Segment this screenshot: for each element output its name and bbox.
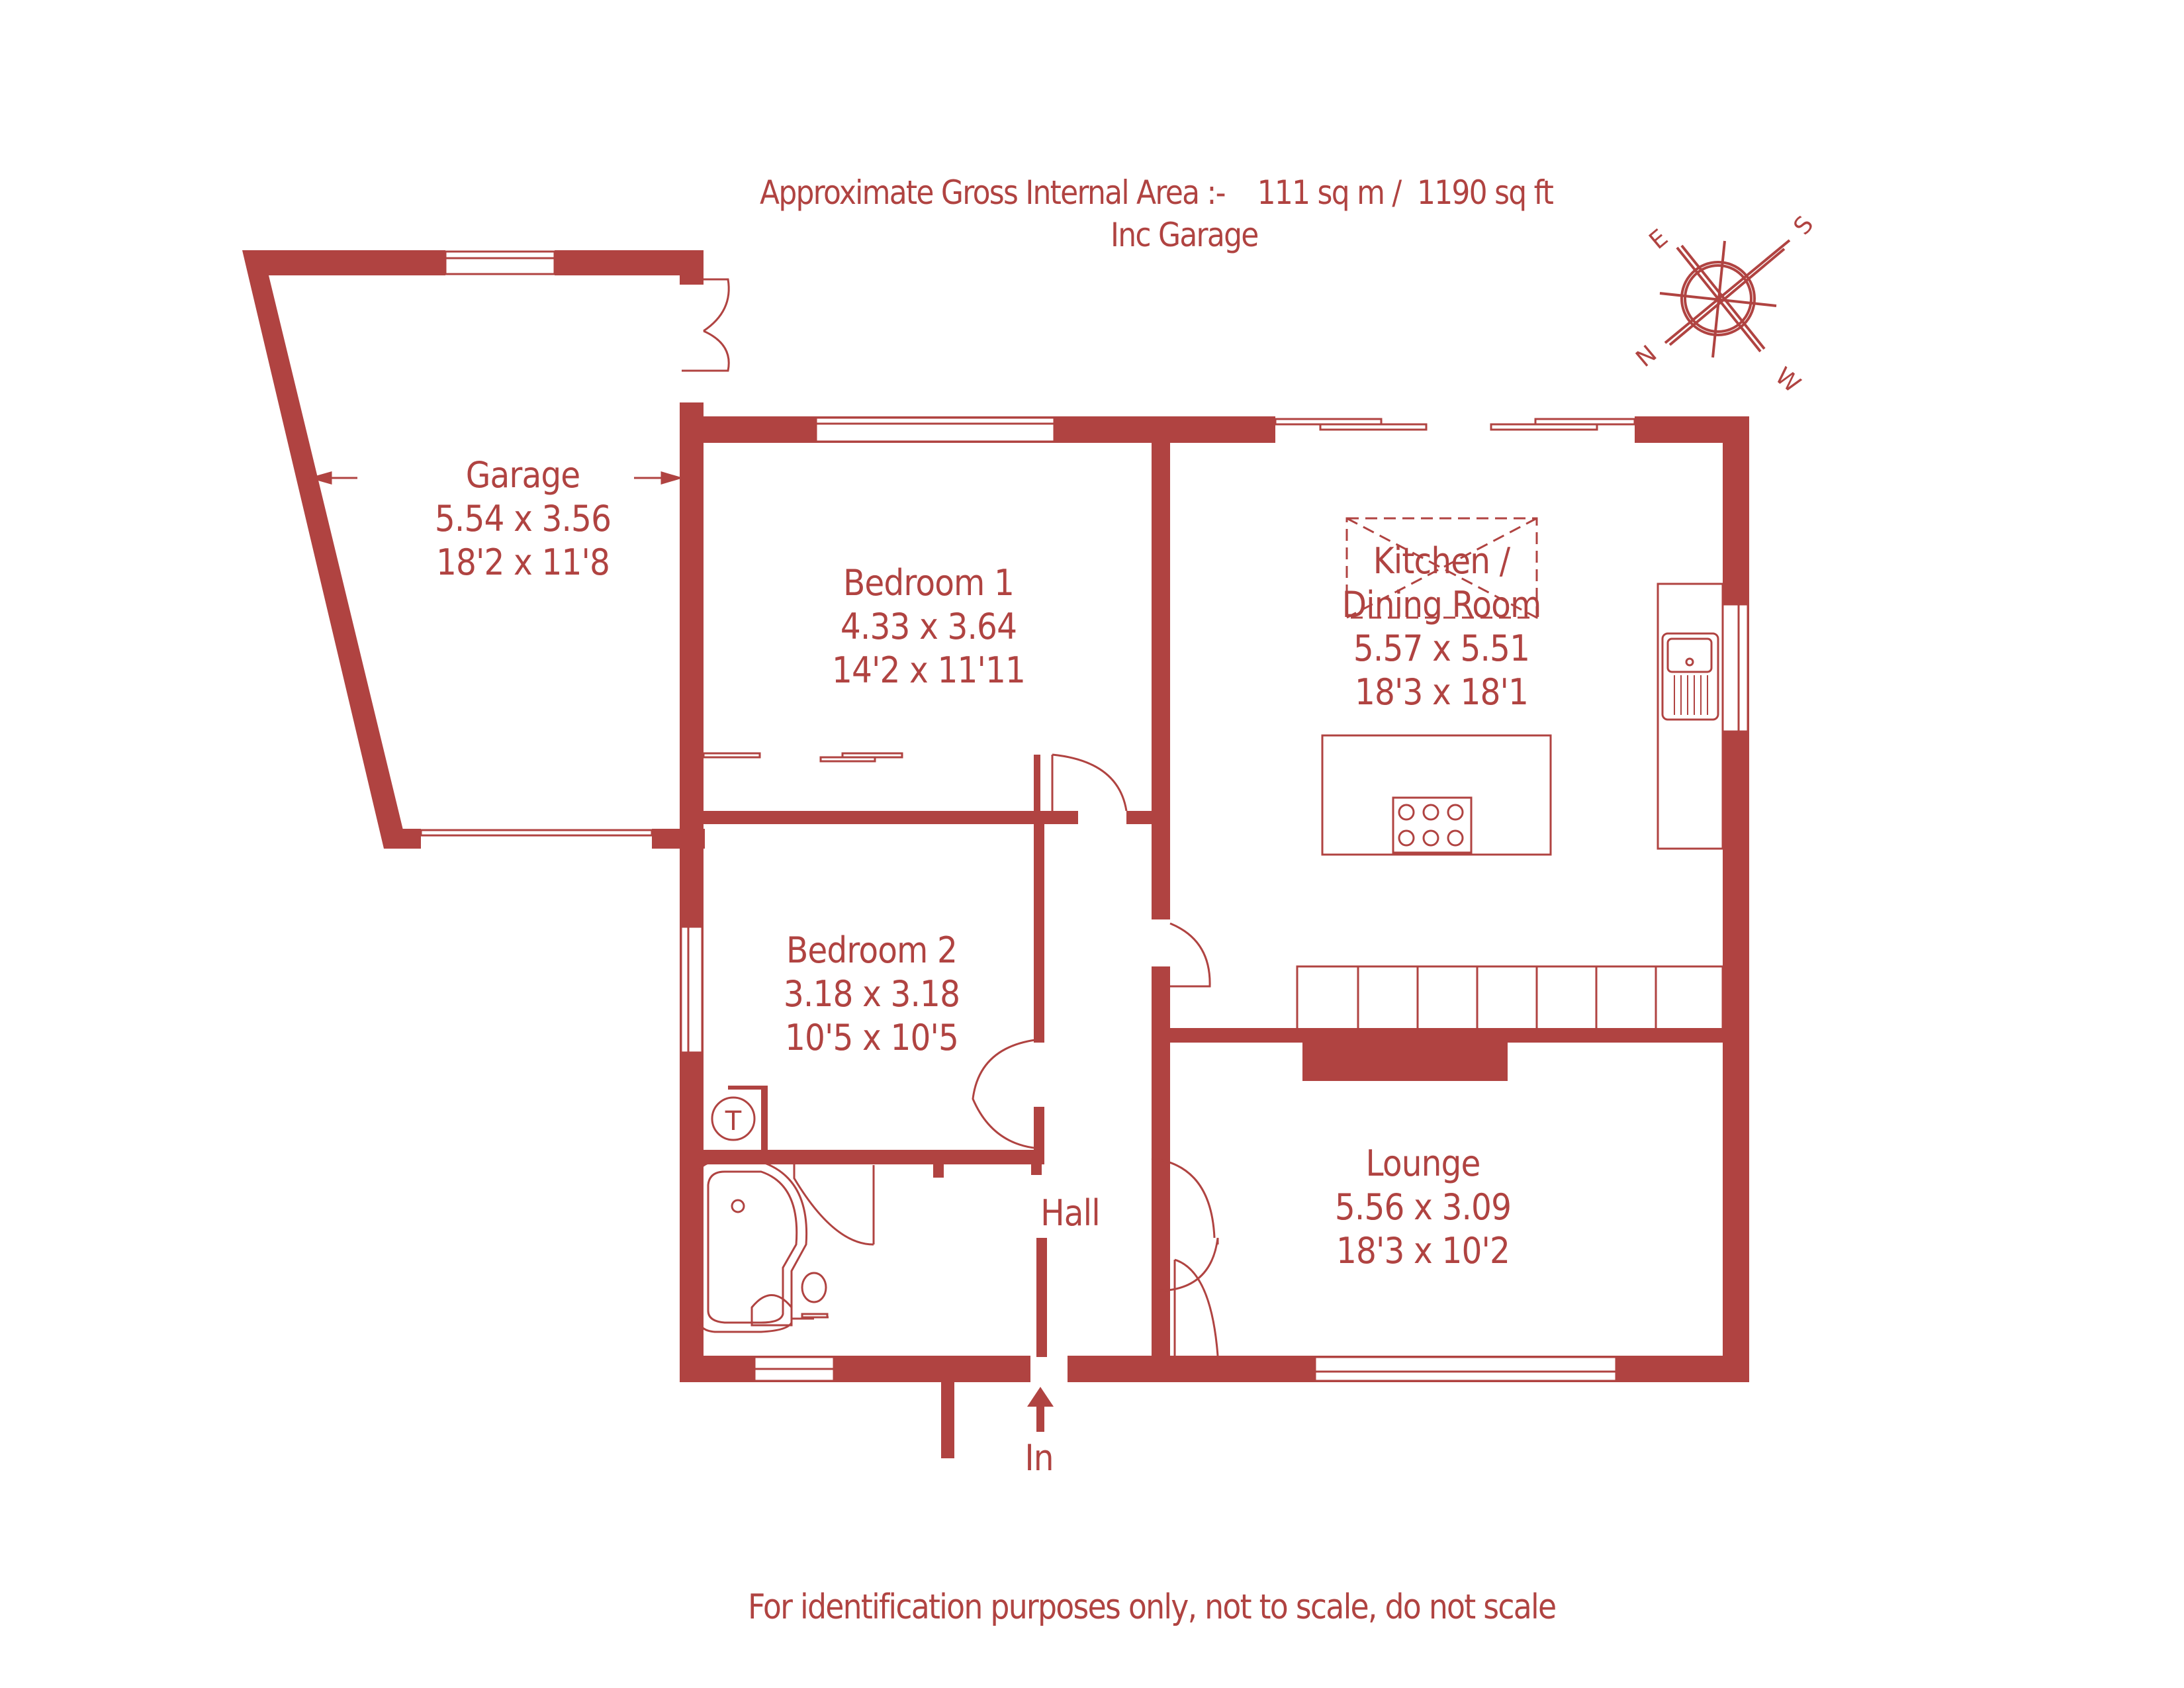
windows (420, 250, 1749, 1382)
room-metric: 5.56 x 3.09 (1334, 1186, 1512, 1228)
room-metric: 3.18 x 3.18 (783, 973, 960, 1015)
entrance-arrow-icon (1027, 1387, 1054, 1432)
compass-labels: E S N W (1631, 211, 1819, 399)
dimension-arrows (308, 471, 684, 485)
compass-west: W (1770, 362, 1805, 398)
room-imperial: 18'3 x 10'2 (1336, 1230, 1510, 1272)
compass-north: N (1631, 340, 1662, 373)
room-name: Lounge (1365, 1143, 1481, 1184)
gross-area-heading: Approximate Gross Internal Area :- 111 s… (760, 173, 1554, 212)
gross-area-metric: 111 sq m / (1257, 173, 1402, 212)
room-bedroom-1: Bedroom 1 4.33 x 3.64 14'2 x 11'11 (831, 561, 1026, 692)
door-swings (682, 278, 1219, 1356)
room-bedroom-2: Bedroom 2 3.18 x 3.18 10'5 x 10'5 (784, 929, 960, 1060)
bathroom-fixtures (697, 1160, 829, 1333)
room-lounge: Lounge 5.56 x 3.09 18'3 x 10'2 (1334, 1142, 1512, 1273)
room-kitchen-dining: Kitchen / Dining Room 5.57 x 5.51 18'3 x… (1342, 539, 1542, 714)
gross-area-label: Approximate Gross Internal Area :- (760, 173, 1226, 212)
toilet-icon (801, 1272, 827, 1303)
room-name: Hall (1040, 1192, 1101, 1234)
room-name-line1: Kitchen / (1373, 540, 1510, 582)
kitchen-units (1296, 517, 1724, 1031)
room-metric: 4.33 x 3.64 (840, 606, 1017, 647)
room-imperial: 18'3 x 18'1 (1354, 671, 1529, 713)
room-imperial: 10'5 x 10'5 (784, 1017, 959, 1058)
gross-area-note: Inc Garage (1111, 216, 1259, 254)
room-name-line2: Dining Room (1342, 584, 1542, 626)
room-name: Garage (465, 454, 580, 496)
compass-icon (1659, 239, 1791, 358)
room-imperial: 14'2 x 11'11 (831, 649, 1026, 691)
room-metric: 5.54 x 3.56 (434, 498, 612, 539)
room-name: Bedroom 2 (786, 929, 958, 971)
disclaimer: For identification purposes only, not to… (748, 1587, 1557, 1627)
gross-area-imperial: 1190 sq ft (1416, 173, 1554, 212)
room-metric: 5.57 x 5.51 (1353, 628, 1530, 669)
tank-icon (711, 1096, 756, 1141)
sink-icon (1661, 632, 1719, 721)
room-name: Bedroom 1 (842, 562, 1015, 604)
sliding-doors (702, 418, 1636, 763)
side-worktop (1657, 583, 1724, 850)
basin-icon (751, 1294, 793, 1327)
tank-label: T (725, 1106, 742, 1137)
base-units (1296, 965, 1724, 1031)
garage-left-top-wall (242, 250, 704, 849)
kitchen-island (1321, 734, 1552, 856)
compass-south: S (1788, 211, 1819, 240)
compass-east: E (1644, 224, 1673, 255)
entrance-label: In (1024, 1436, 1054, 1480)
room-garage: Garage 5.54 x 3.56 18'2 x 11'8 (434, 453, 612, 585)
entrance-text: In (1024, 1437, 1054, 1479)
room-hall: Hall (1040, 1192, 1101, 1235)
hob-icon (1392, 796, 1473, 854)
room-imperial: 18'2 x 11'8 (435, 541, 610, 583)
bath-icon (697, 1160, 808, 1333)
